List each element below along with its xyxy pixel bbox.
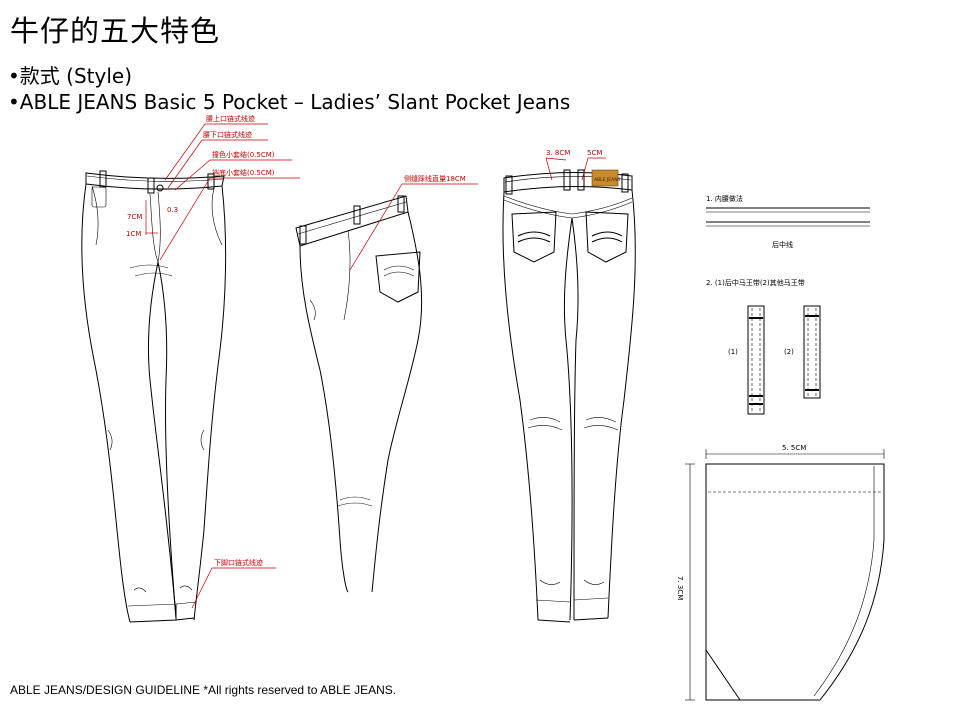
spec-center-back: 后中线 [772, 240, 793, 249]
annotation-crotch-loop: 裆底小套结(0.5CM) [212, 168, 275, 177]
leather-patch-label [591, 169, 619, 187]
back-annotations: 3. 8CM 5CM [545, 149, 606, 181]
leather-patch-text: ABLE JEANS [594, 177, 621, 183]
spec-loop2: (2) [784, 348, 794, 356]
front-view-jeans [81, 170, 227, 623]
spec-item2: 2. (1)后中马王带(2)其他马王带 [706, 278, 805, 287]
annotation-contrast-loop: 撞色小套结(0.5CM) [212, 150, 275, 159]
side-view-jeans [295, 195, 423, 593]
spec-loop1: (1) [728, 348, 738, 356]
annotation-hem: 下脚口链式线迹 [214, 558, 263, 567]
annotation-7cm: 7CM [127, 213, 142, 221]
footer-copyright: ABLE JEANS/DESIGN GUIDELINE *All rights … [10, 683, 397, 697]
back-view-jeans: ABLE JEANS [502, 169, 636, 623]
annotation-5cm: 5CM [587, 149, 602, 157]
annotation-waist-top: 腰上口链式线迹 [206, 114, 255, 123]
bullet-product-name: •ABLE JEANS Basic 5 Pocket – Ladies’ Sla… [8, 90, 571, 114]
bullet-style: •款式 (Style) [8, 64, 132, 88]
side-annotations: 侧缝踩线直量18CM [349, 174, 478, 271]
spec-width: 5. 5CM [782, 444, 806, 452]
spec-height: 7. 3CM [676, 576, 684, 600]
annotation-3-8cm: 3. 8CM [546, 149, 570, 157]
spec-panel: 1. 内腰做法 后中线 2. (1)后中马王带(2)其他马王带 (1) (2) … [676, 194, 885, 701]
spec-item1: 1. 内腰做法 [706, 194, 743, 203]
annotation-0-3: 0.3 [167, 206, 178, 214]
annotation-waist-bottom: 腰下口链式线迹 [203, 130, 252, 139]
annotation-1cm: 1CM [126, 230, 141, 238]
front-annotations: 腰上口链式线迹 腰下口链式线迹 撞色小套结(0.5CM) 裆底小套结(0.5CM… [126, 114, 300, 609]
page-title: 牛仔的五大特色 [10, 14, 221, 48]
annotation-side-seam: 侧缝踩线直量18CM [404, 174, 466, 183]
